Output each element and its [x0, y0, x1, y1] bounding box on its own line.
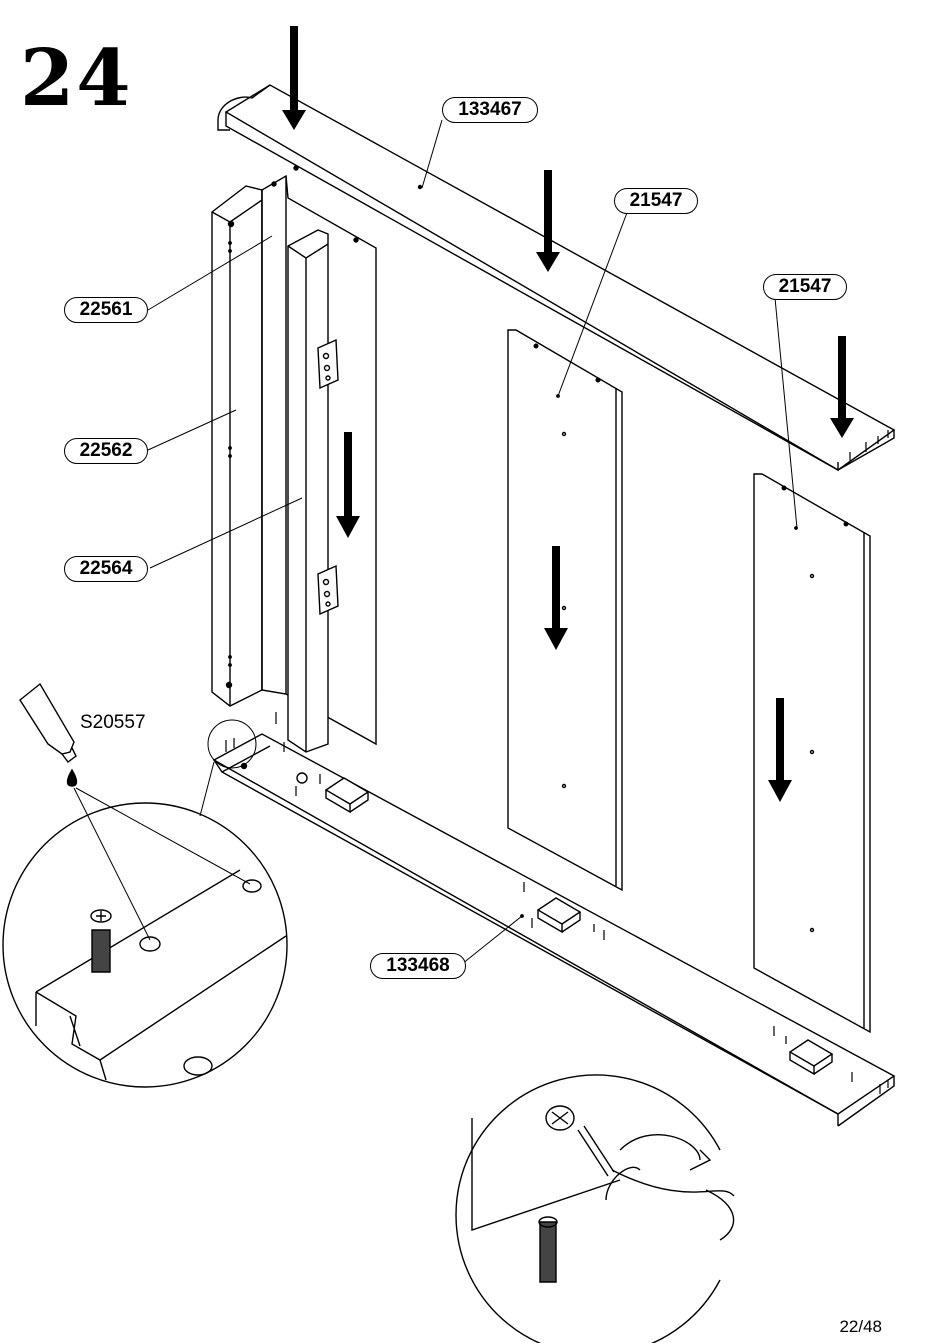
part-label-left-side: 22562	[64, 438, 148, 464]
part-label-door-middle: 21547	[614, 188, 698, 214]
page-number: 22/48	[839, 1317, 882, 1337]
glue-code-label: S20557	[80, 712, 146, 734]
middle-door-illustration	[508, 330, 622, 890]
part-label-bottom-board: 133468	[370, 953, 466, 979]
part-label-door-right: 21547	[763, 274, 847, 300]
cam-lock-detail	[456, 1075, 734, 1343]
right-door-illustration	[754, 474, 870, 1032]
step-number: 24	[20, 40, 133, 118]
part-label-top-board: 133467	[442, 97, 538, 123]
part-label-left-inner: 22564	[64, 556, 148, 582]
left-side-panel-illustration	[212, 186, 262, 706]
part-label-left-outer: 22561	[64, 297, 148, 323]
